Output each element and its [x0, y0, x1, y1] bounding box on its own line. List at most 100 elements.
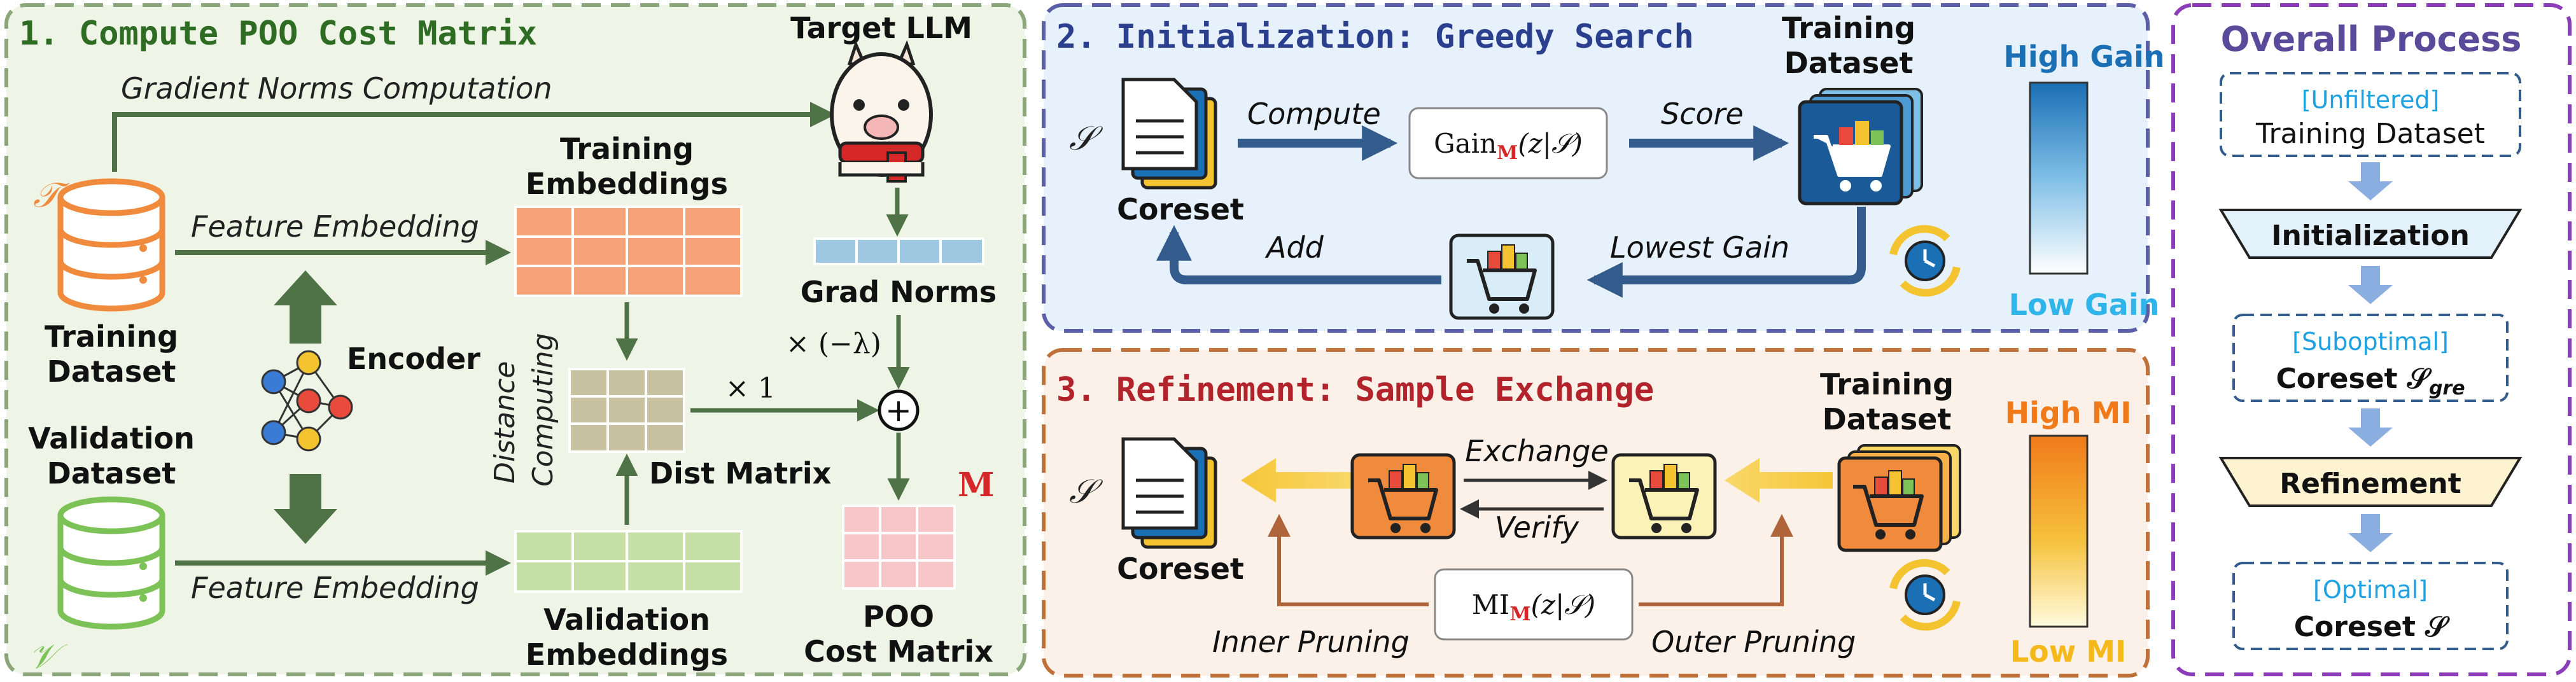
step-suboptimal-coreset-box [2232, 314, 2509, 402]
step5-tag: [Optimal] [2313, 576, 2428, 604]
training-embeddings-label-2: Embeddings [526, 167, 728, 201]
training-to-outer-arrow [1725, 458, 1833, 503]
low-mi-label: Low MI [2010, 634, 2126, 669]
step2-label: Initialization [2271, 219, 2470, 252]
flow-arrow-2 [2348, 266, 2393, 304]
inner-sample-cart-icon [1350, 453, 1456, 539]
panel3-refresh-clock-icon [1889, 559, 1961, 631]
poo-cost-matrix-label-1: POO [863, 599, 934, 634]
panel-refinement-sample-exchange: 3. Refinement: Sample Exchange 𝒮 Coreset… [1042, 348, 2150, 678]
overall-title: Overall Process [2221, 19, 2522, 59]
times-one-label: × 1 [725, 372, 776, 405]
mi-formula-suffix: (z|𝒮) [1531, 589, 1596, 620]
panel-compute-poo-cost-matrix: 1. Compute POO Cost Matrix Gradient Norm… [4, 3, 1026, 676]
panel-overall-process: Overall Process [Unfiltered] Training Da… [2171, 3, 2572, 676]
outer-sample-cart-icon [1611, 453, 1717, 539]
step5-label: Coreset 𝒮 [2294, 611, 2450, 643]
poo-cost-matrix-label-2: Cost Matrix [804, 634, 993, 669]
training-dataset-cart-stack-icon [1798, 88, 1923, 205]
distance-computing-label-2: Computing [527, 333, 559, 487]
gain-formula-box [1408, 107, 1608, 179]
neural-network-icon [261, 350, 353, 452]
panel2-training-dataset-label-2: Dataset [1784, 46, 1914, 80]
step-optimal-coreset-box [2232, 562, 2509, 650]
add-arrow [1156, 225, 1441, 284]
step3-subscript: gre [2429, 377, 2465, 400]
panel3-training-dataset-label-2: Dataset [1823, 402, 1952, 436]
mi-formula-box [1434, 568, 1634, 641]
panel3-coreset-label: Coreset [1117, 552, 1244, 586]
verify-label: Verify [1495, 510, 1579, 545]
mi-gradient-bar [2029, 435, 2089, 628]
training-embeddings-grid [514, 205, 743, 297]
plus-symbol: + [885, 392, 912, 429]
training-embeddings-label-1: Training [560, 132, 694, 166]
panel3-training-dataset-cart-stack-icon [1837, 444, 1961, 552]
gain-gradient-bar [2029, 81, 2089, 275]
encoder-down-arrow [274, 474, 337, 544]
panel2-coreset-label: Coreset [1117, 192, 1244, 226]
grad-norms-label: Grad Norms [801, 275, 997, 309]
mi-formula-sub: M [1509, 603, 1530, 625]
step-refinement-trapezoid [2218, 457, 2523, 507]
feature-embedding-bottom-label: Feature Embedding [191, 571, 479, 605]
panel3-title: 3. Refinement: Sample Exchange [1056, 371, 1654, 409]
training-database-icon [57, 178, 165, 312]
step3-tag: [Suboptimal] [2292, 328, 2449, 356]
high-gain-label: High Gain [2003, 39, 2164, 74]
panel3-training-dataset-label-1: Training [1820, 367, 1954, 401]
step-training-dataset-box [2220, 72, 2521, 157]
refresh-clock-icon [1889, 225, 1961, 297]
gain-formula: GainM(z|𝒮) [1434, 128, 1583, 164]
step3-label-text: Coreset 𝒮 [2276, 363, 2432, 395]
flow-arrow-1 [2348, 162, 2393, 200]
encoder-up-arrow [274, 270, 337, 344]
flow-arrow-4 [2348, 514, 2393, 552]
grad-norms-bar [813, 237, 984, 265]
gradient-norms-arrow [112, 102, 836, 172]
coreset-document-icon [1121, 78, 1217, 190]
gain-formula-sub: M [1497, 142, 1518, 164]
validation-database-icon [57, 496, 165, 630]
inner-pruning-arrow [1268, 513, 1429, 606]
panel3-coreset-document-icon [1121, 437, 1217, 549]
validation-embeddings-grid [514, 530, 743, 593]
validation-dataset-label-2: Dataset [47, 456, 176, 491]
high-mi-label: High MI [2005, 396, 2132, 430]
exchange-in-arrow [1241, 458, 1355, 503]
distance-computing-label-1: Distance [489, 361, 521, 484]
mi-formula-prefix: MI [1472, 589, 1510, 620]
step4-label: Refinement [2279, 468, 2461, 500]
step3-label: Coreset 𝒮gre [2276, 363, 2465, 400]
poo-cost-matrix-grid [842, 505, 956, 590]
validation-embeddings-label-2: Embeddings [526, 637, 728, 672]
training-dataset-label-1: Training [45, 319, 178, 354]
step1-tag: [Unfiltered] [2302, 86, 2440, 114]
outer-pruning-label: Outer Pruning [1651, 625, 1856, 659]
flow-arrow-3 [2348, 408, 2393, 447]
llama-icon [830, 39, 933, 183]
low-gain-label: Low Gain [2009, 288, 2160, 322]
validation-dataset-label-1: Validation [28, 421, 195, 456]
target-llm-label: Target LLM [790, 11, 972, 45]
step-initialization-trapezoid [2218, 209, 2523, 259]
score-label: Score [1661, 97, 1744, 131]
panel2-title: 2. Initialization: Greedy Search [1056, 18, 1694, 56]
inner-pruning-label: Inner Pruning [1212, 625, 1410, 659]
panel-initialization-greedy-search: 2. Initialization: Greedy Search 𝒮 Cores… [1042, 3, 2165, 333]
compute-label: Compute [1247, 97, 1381, 131]
dist-matrix-grid [568, 368, 685, 453]
panel2-training-dataset-label-1: Training [1782, 11, 1915, 45]
training-dataset-label-2: Dataset [47, 354, 176, 389]
outer-pruning-arrow [1639, 513, 1793, 606]
plus-circle: + [878, 389, 920, 431]
gain-formula-suffix: (z|𝒮) [1518, 128, 1583, 159]
exchange-label: Exchange [1465, 434, 1609, 468]
selected-sample-cart-icon [1449, 233, 1555, 320]
m-symbol: M [958, 466, 995, 505]
lowest-gain-label: Lowest Gain [1610, 230, 1789, 265]
mi-formula: MIM(z|𝒮) [1472, 589, 1595, 625]
lowest-gain-arrow [1586, 207, 1866, 298]
times-neg-lambda-label: × (−λ) [786, 328, 881, 360]
